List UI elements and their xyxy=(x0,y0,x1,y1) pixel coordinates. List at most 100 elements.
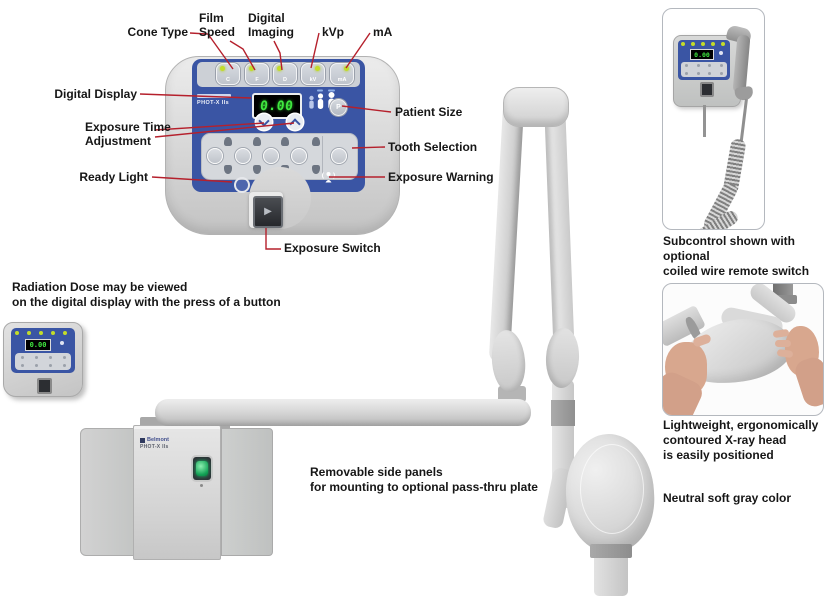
callout-cone-type: Cone Type xyxy=(127,25,188,39)
scissor-arm-right-leg xyxy=(543,100,576,364)
mini-button-icon xyxy=(34,355,38,359)
subcontrol-display-value: 0.00 xyxy=(694,50,710,59)
mode-button-label: mA xyxy=(337,77,347,83)
support-pipe xyxy=(773,284,793,297)
mini-button-icon xyxy=(20,364,24,368)
led-indicator-icon xyxy=(249,66,254,71)
mini-control-panel: 0.00 xyxy=(3,322,83,397)
wall-unit-right-panel xyxy=(221,428,273,556)
power-indicator-dot xyxy=(200,484,203,487)
wall-unit-brand-line1: Belmont xyxy=(147,437,169,443)
mini-exposure-switch xyxy=(37,378,52,394)
subcontrol-caption: Subcontrol shown with optional coiled wi… xyxy=(663,234,810,278)
led-indicator-icon xyxy=(15,331,19,335)
led-indicator-icon xyxy=(701,42,705,46)
callout-digital-display: Digital Display xyxy=(54,87,137,101)
mini-button-icon xyxy=(48,364,52,368)
led-indicator-icon xyxy=(39,331,43,335)
callout-kvp: kVp xyxy=(322,25,345,39)
exposure-time-down-button xyxy=(256,114,272,130)
led-indicator-icon xyxy=(691,42,695,46)
led-indicator-icon xyxy=(721,42,725,46)
chevron-down-icon xyxy=(258,115,270,127)
mini-button-icon xyxy=(20,355,24,359)
removable-panels-note: Removable side panels for mounting to op… xyxy=(310,465,538,494)
led-indicator-icon xyxy=(344,66,349,71)
left-elbow-joint xyxy=(489,328,528,394)
tooth-icon xyxy=(224,137,232,146)
power-button-green xyxy=(196,461,208,476)
callout-film-speed: Film Speed xyxy=(199,11,236,39)
callout-digital-imaging: Digital Imaging xyxy=(248,11,295,39)
brand-text: PHOT-X IIs xyxy=(197,100,230,106)
led-indicator-icon xyxy=(277,66,282,71)
led-indicator-icon xyxy=(711,42,715,46)
mini-button-icon xyxy=(62,355,66,359)
right-elbow-joint xyxy=(544,327,581,389)
subcontrol-figure-box: 0.00 xyxy=(662,8,765,230)
xray-cone xyxy=(594,556,628,596)
exposure-switch-button: ▶ xyxy=(253,196,283,228)
subcontrol-cable xyxy=(703,105,706,137)
mode-button-label: C xyxy=(226,77,230,83)
mini-button-icon xyxy=(719,71,723,75)
mini-button-icon xyxy=(34,364,38,368)
mini-display-value: 0.00 xyxy=(29,341,47,349)
right-finger xyxy=(775,340,791,347)
horizontal-arm xyxy=(155,399,531,426)
wall-unit-logo: Belmont PHOT-X IIs xyxy=(140,437,169,450)
led-indicator-icon xyxy=(315,66,320,71)
neutral-gray-note: Neutral soft gray color xyxy=(663,491,792,505)
tooth-select-button-5 xyxy=(331,148,347,164)
xray-head-contour xyxy=(580,444,644,534)
subcontrol-display: 0.00 xyxy=(690,49,714,60)
callout-exposure-warning: Exposure Warning xyxy=(388,170,494,184)
tooth-pad-divider xyxy=(322,136,323,175)
callout-patient-size: Patient Size xyxy=(395,105,463,119)
display-value: 0.00 xyxy=(259,98,295,114)
tooth-icon xyxy=(281,137,289,146)
mini-tooth-pad xyxy=(15,353,71,370)
wall-unit-brand-line2: PHOT-X IIs xyxy=(140,444,169,450)
ma-button: mA xyxy=(330,63,354,85)
led-indicator-icon xyxy=(27,331,31,335)
cone-collar-band xyxy=(590,544,632,558)
led-indicator-icon xyxy=(63,331,67,335)
subcontrol-button-pad xyxy=(681,62,727,77)
exposure-time-up-button xyxy=(287,114,303,130)
chevron-up-icon xyxy=(289,118,301,130)
tooth-icon xyxy=(253,137,261,146)
subcontrol-switch xyxy=(700,82,714,97)
xray-head-figure-box xyxy=(662,283,824,416)
right-forearm xyxy=(792,354,823,410)
mini-button-icon xyxy=(696,71,700,75)
patient-size-button: P xyxy=(330,99,347,116)
callout-ready-light: Ready Light xyxy=(79,170,148,184)
mini-button-icon xyxy=(719,64,723,68)
led-indicator-icon xyxy=(220,66,225,71)
exposure-warning-icon xyxy=(321,172,336,183)
mode-button-label: D xyxy=(283,77,287,83)
mini-button-icon xyxy=(48,355,52,359)
cone-type-button: C xyxy=(216,63,240,85)
vertical-arm-band xyxy=(551,400,575,426)
wall-unit-left-panel xyxy=(80,428,135,556)
tooth-select-button-1 xyxy=(207,148,223,164)
film-speed-button: F xyxy=(245,63,269,85)
tooth-select-button-4 xyxy=(291,148,307,164)
digital-imaging-button: D xyxy=(273,63,297,85)
mini-digital-display: 0.00 xyxy=(25,339,51,351)
tooth-select-button-3 xyxy=(263,148,279,164)
brand-logo-bar xyxy=(197,94,231,98)
callout-exposure-time: Exposure Time Adjustment xyxy=(85,120,171,148)
brand-logo: PHOT-X IIs xyxy=(197,94,231,106)
ready-light xyxy=(234,177,250,193)
mini-button-icon xyxy=(685,64,689,68)
mini-button-icon xyxy=(708,71,712,75)
led-indicator-icon xyxy=(51,331,55,335)
mini-button-icon xyxy=(708,64,712,68)
scissor-arm-apex-joint xyxy=(503,87,569,127)
exposure-switch-triangle-icon: ▶ xyxy=(264,206,272,217)
callout-exposure-switch: Exposure Switch xyxy=(284,241,381,255)
